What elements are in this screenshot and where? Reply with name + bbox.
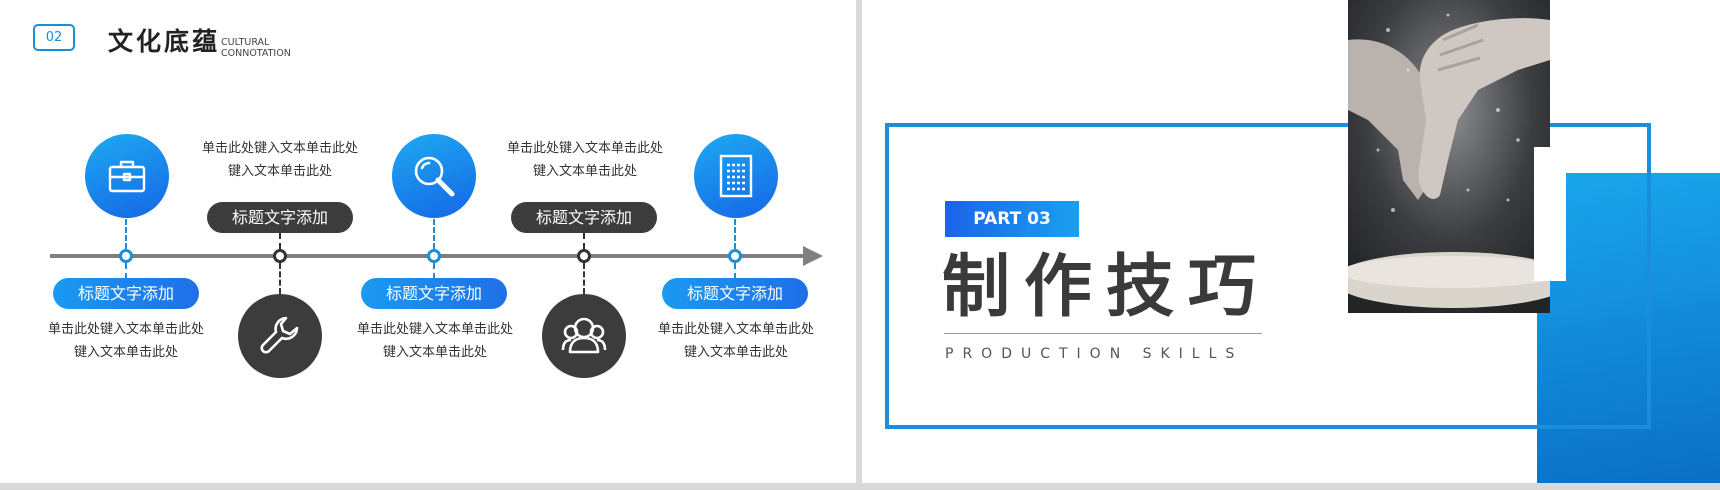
timeline-node xyxy=(427,249,441,263)
part-badge: PART 03 xyxy=(945,201,1079,237)
timeline-item-title: 标题文字添加 xyxy=(511,202,657,233)
timeline-item-desc: 单击此处键入文本单击此处 键入文本单击此处 xyxy=(195,137,365,183)
document-icon xyxy=(719,154,753,198)
connector-line xyxy=(583,233,585,249)
connector-line xyxy=(583,263,585,294)
timeline-item-desc: 单击此处键入文本单击此处 键入文本单击此处 xyxy=(350,318,520,364)
desc-line: 单击此处键入文本单击此处 xyxy=(47,322,204,337)
timeline-icon-circle xyxy=(85,134,169,218)
users-icon xyxy=(561,317,607,354)
decorative-blue-block xyxy=(1537,173,1720,483)
timeline-item-desc: 单击此处键入文本单击此处 键入文本单击此处 xyxy=(651,318,821,364)
desc-line: 键入文本单击此处 xyxy=(683,345,788,360)
flour-hands-photo xyxy=(1348,0,1550,313)
section-cover-slide: PART 03 制作技巧 PRODUCTION SKILLS xyxy=(862,0,1720,483)
timeline-node xyxy=(577,249,591,263)
slide-title: 文化底蕴 xyxy=(108,27,221,56)
connector-line xyxy=(125,219,127,249)
timeline-icon-circle xyxy=(238,294,322,378)
timeline-item-title: 标题文字添加 xyxy=(53,278,199,309)
timeline-item-title: 标题文字添加 xyxy=(662,278,808,309)
timeline-node xyxy=(119,249,133,263)
timeline-item-title: 标题文字添加 xyxy=(207,202,353,233)
desc-line: 键入文本单击此处 xyxy=(227,164,332,179)
timeline-arrowhead xyxy=(803,246,823,266)
timeline-slide: 02 文化底蕴 CULTURAL CONNOTATION 标题文字添加 单击此处… xyxy=(0,0,856,483)
wrench-icon xyxy=(260,316,299,354)
timeline-item-title: 标题文字添加 xyxy=(361,278,507,309)
connector-line xyxy=(433,219,435,249)
decorative-strip xyxy=(1534,147,1566,281)
decorative-frame xyxy=(885,123,1651,429)
desc-line: 单击此处键入文本单击此处 xyxy=(506,141,663,156)
timeline-item-desc: 单击此处键入文本单击此处 键入文本单击此处 xyxy=(41,318,211,364)
timeline-icon-circle xyxy=(392,134,476,218)
connector-line xyxy=(734,219,736,249)
timeline-item-desc: 单击此处键入文本单击此处 键入文本单击此处 xyxy=(500,137,670,183)
section-title: 制作技巧 xyxy=(942,248,1271,327)
timeline-icon-circle xyxy=(694,134,778,218)
desc-line: 单击此处键入文本单击此处 xyxy=(356,322,513,337)
connector-line xyxy=(279,263,281,294)
desc-line: 单击此处键入文本单击此处 xyxy=(657,322,814,337)
magnifier-icon xyxy=(414,156,455,197)
timeline-icon-circle xyxy=(542,294,626,378)
connector-line xyxy=(433,263,435,279)
desc-line: 键入文本单击此处 xyxy=(73,345,178,360)
connector-line xyxy=(125,263,127,279)
briefcase-icon xyxy=(108,160,146,193)
subtitle-line-2: CONNOTATION xyxy=(221,48,291,59)
connector-line xyxy=(734,263,736,279)
connector-line xyxy=(279,233,281,249)
slide-subtitle: CULTURAL CONNOTATION xyxy=(221,37,291,59)
title-divider xyxy=(944,333,1262,334)
desc-line: 键入文本单击此处 xyxy=(382,345,487,360)
timeline-node xyxy=(273,249,287,263)
section-subtitle: PRODUCTION SKILLS xyxy=(945,346,1244,362)
desc-line: 键入文本单击此处 xyxy=(532,164,637,179)
desc-line: 单击此处键入文本单击此处 xyxy=(201,141,358,156)
subtitle-line-1: CULTURAL xyxy=(221,37,270,48)
section-number-badge: 02 xyxy=(33,24,75,51)
timeline-node xyxy=(728,249,742,263)
